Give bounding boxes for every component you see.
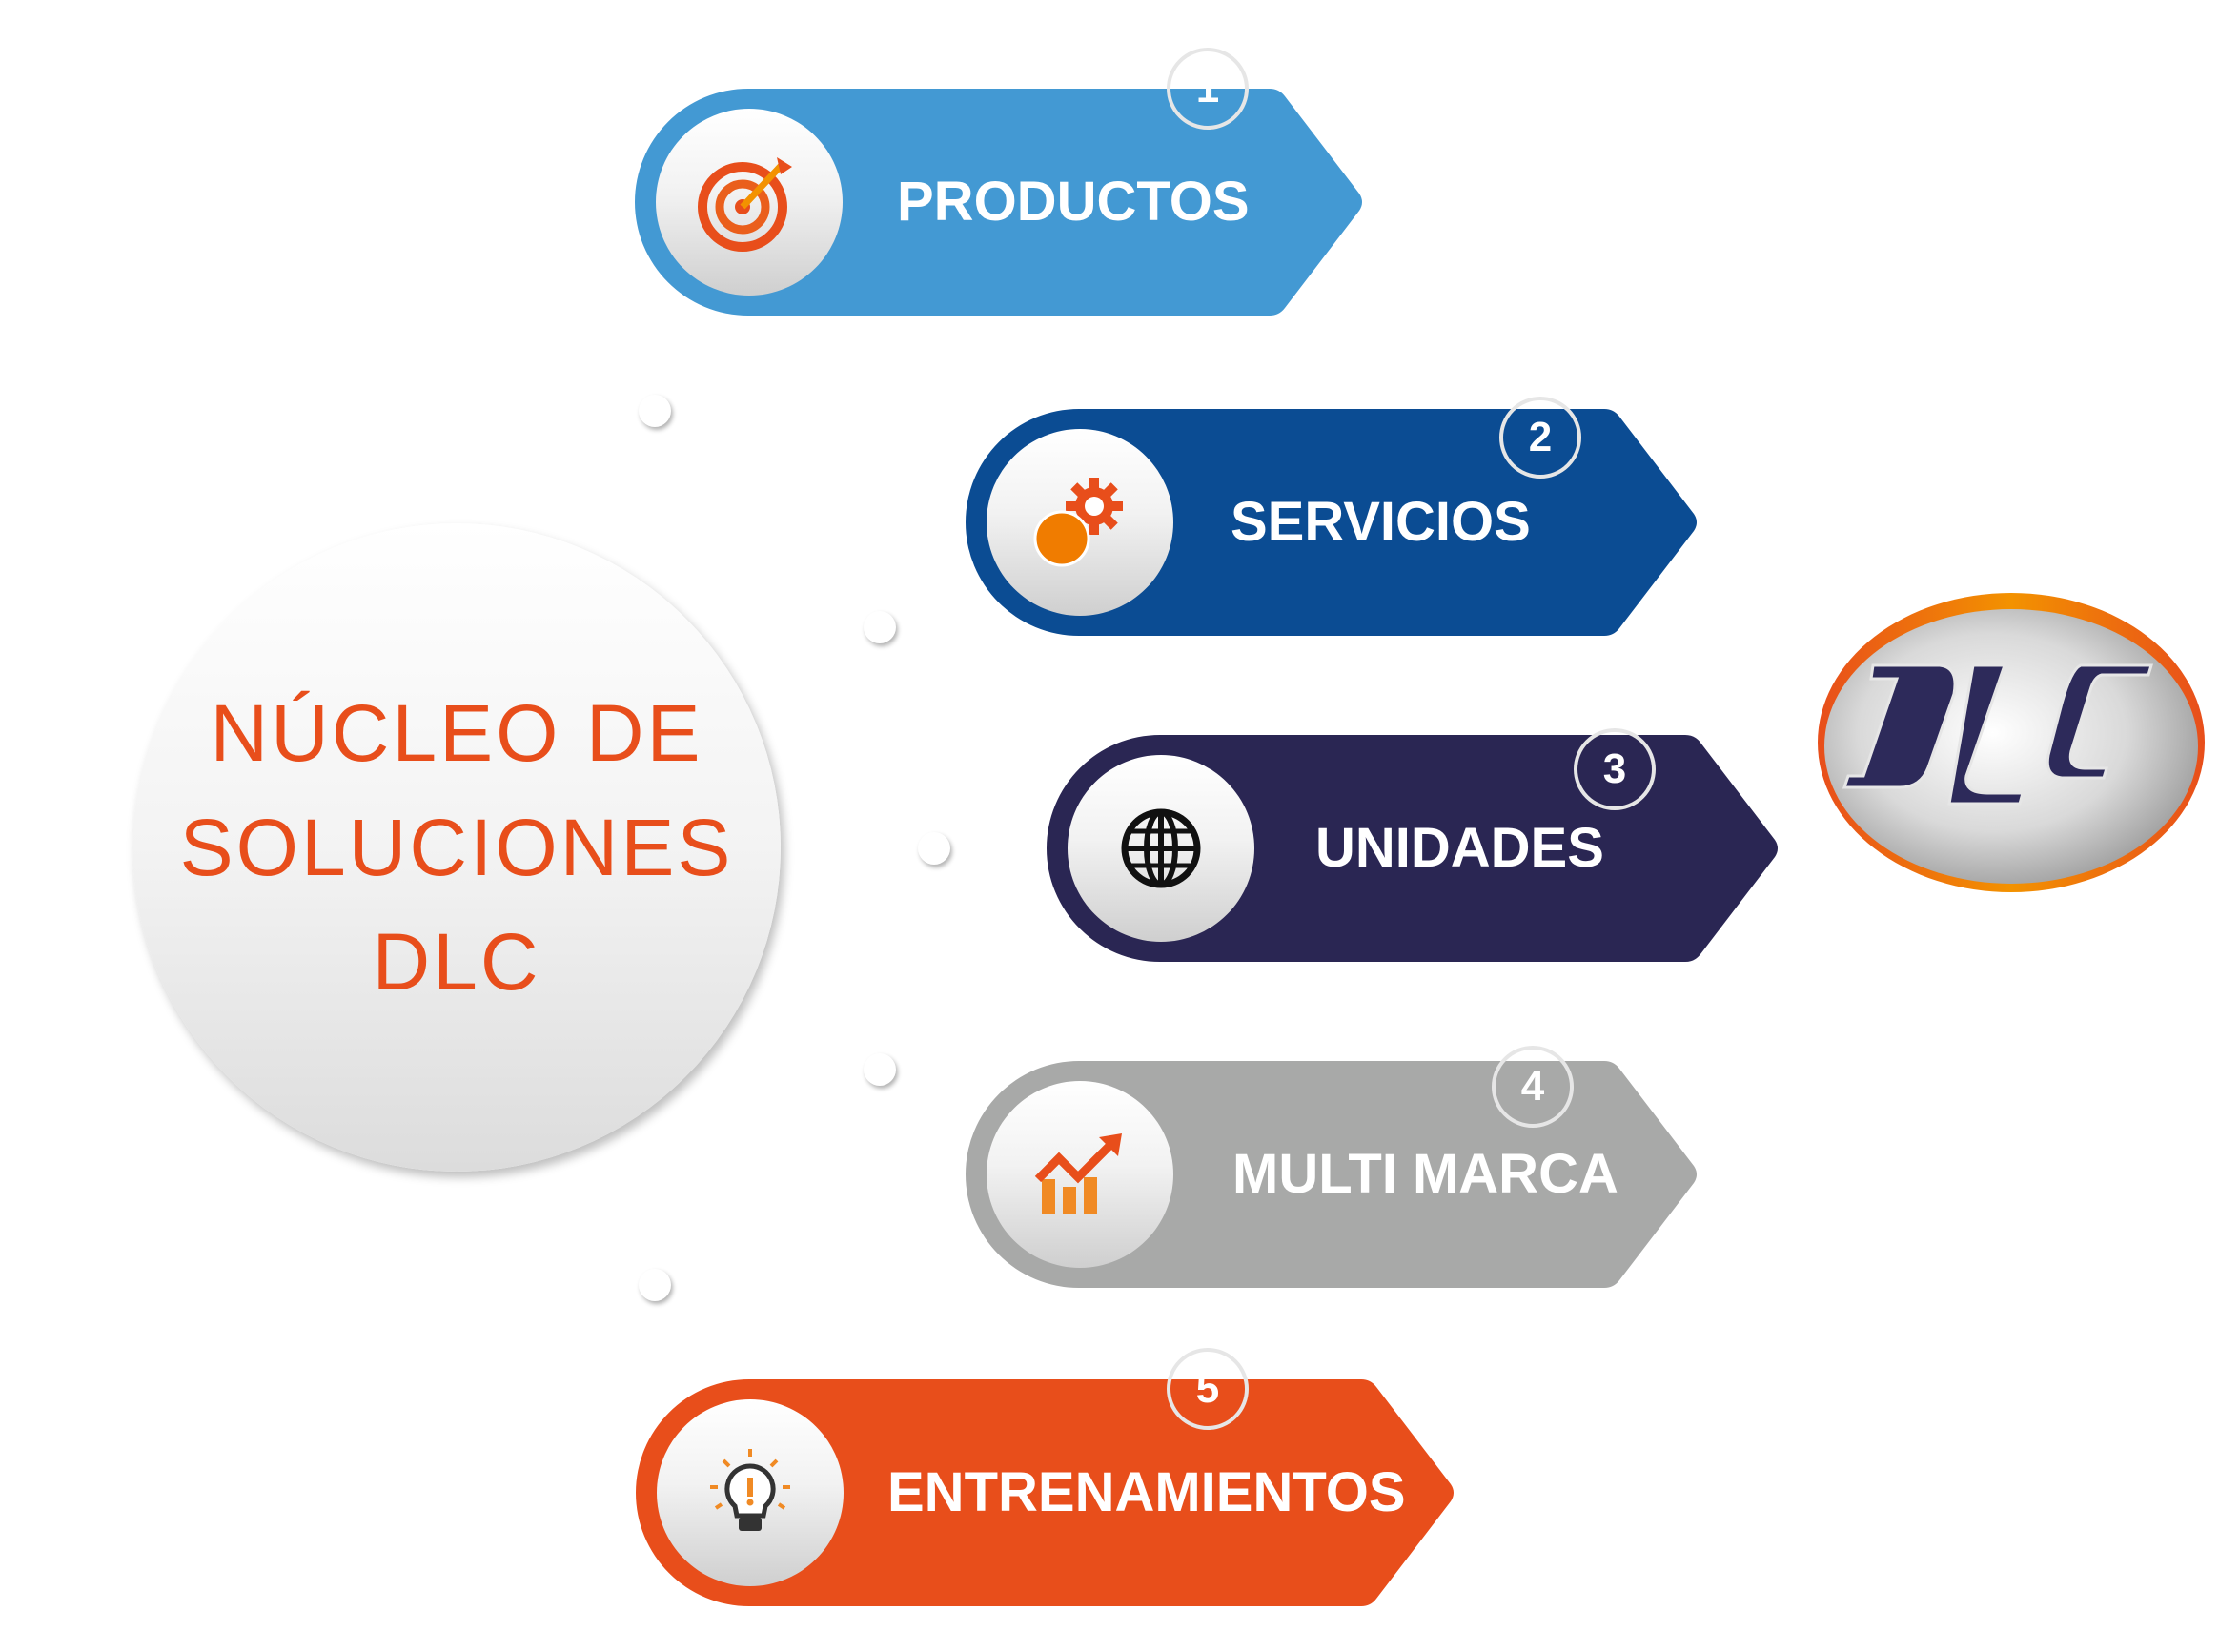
icon-badge bbox=[657, 1399, 844, 1586]
item-label: ENTRENAMIENTOS bbox=[887, 1461, 1406, 1523]
icon-badge bbox=[987, 429, 1173, 616]
connector-dot bbox=[639, 1269, 671, 1301]
gear-icon bbox=[1033, 478, 1123, 567]
item-number: 2 bbox=[1499, 397, 1581, 479]
item-productos[interactable]: PRODUCTOS 1 bbox=[635, 48, 1365, 316]
icon-badge bbox=[656, 109, 843, 296]
core-circle: NÚCLEO DE SOLUCIONES DLC bbox=[132, 523, 781, 1172]
lightbulb-icon bbox=[710, 1449, 790, 1531]
connector-dot bbox=[864, 1053, 896, 1086]
core-title-line-2: SOLUCIONES bbox=[179, 803, 734, 892]
icon-badge bbox=[1068, 755, 1254, 942]
item-number: 3 bbox=[1574, 728, 1656, 810]
item-unidades[interactable]: UNIDADES 3 bbox=[1047, 728, 1781, 962]
item-number: 5 bbox=[1167, 1348, 1249, 1430]
globe-icon bbox=[1121, 808, 1201, 888]
item-label: UNIDADES bbox=[1315, 817, 1604, 879]
core-title-line-3: DLC bbox=[372, 917, 541, 1007]
item-multi-marca[interactable]: MULTI MARCA 4 bbox=[966, 1046, 1700, 1288]
item-entrenamientos[interactable]: ENTRENAMIENTOS 5 bbox=[636, 1348, 1456, 1606]
target-icon bbox=[698, 157, 792, 252]
item-label: MULTI MARCA bbox=[1232, 1143, 1618, 1205]
item-label: PRODUCTOS bbox=[897, 171, 1250, 233]
connector-dot bbox=[639, 395, 671, 427]
core-title-line-1: NÚCLEO DE bbox=[210, 688, 703, 778]
item-label: SERVICIOS bbox=[1231, 491, 1531, 553]
item-number: 4 bbox=[1492, 1046, 1574, 1128]
growth-chart-icon bbox=[1034, 1133, 1122, 1214]
dlc-logo bbox=[1816, 591, 2207, 894]
item-number: 1 bbox=[1167, 48, 1249, 130]
connector-dot bbox=[864, 611, 896, 643]
connector-dot bbox=[918, 832, 950, 865]
item-servicios[interactable]: SERVICIOS 2 bbox=[966, 397, 1700, 636]
icon-badge bbox=[987, 1081, 1173, 1268]
